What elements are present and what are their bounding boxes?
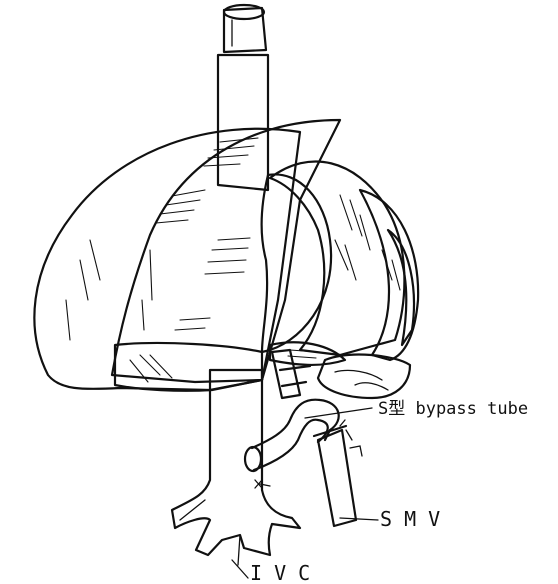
bypass-tube-label: S型 bypass tube (378, 399, 528, 419)
ivc-label: I V C (250, 561, 310, 584)
bypass-tube (245, 400, 339, 471)
smv-label: S M V (380, 507, 440, 531)
liver (34, 120, 418, 398)
leader-lines (232, 408, 378, 578)
lower-ivc (172, 370, 300, 565)
upper-ivc (218, 5, 268, 190)
smv-vessel (314, 420, 362, 526)
